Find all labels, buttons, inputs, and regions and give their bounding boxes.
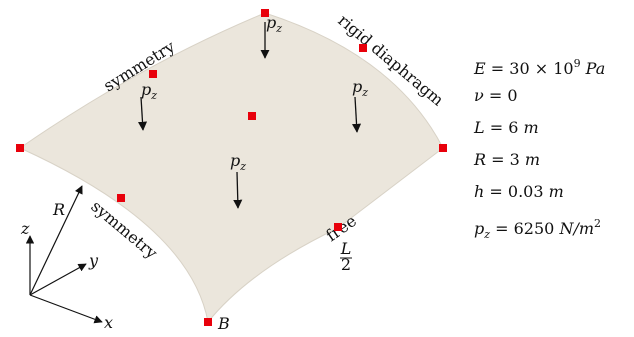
load-arrow — [137, 96, 148, 131]
param-r: R = 3 m — [474, 150, 541, 169]
shell-surface — [18, 12, 444, 324]
load-label: pz — [230, 151, 246, 173]
load-label: pz — [141, 80, 157, 102]
axis-z-label: z — [20, 219, 30, 238]
axis-y-arrow — [29, 263, 87, 296]
node-marker — [16, 144, 24, 152]
axis-y-label: y — [88, 251, 99, 270]
load-arrow — [351, 96, 362, 133]
parameter-list: E = 30 × 109 Pa ν = 0 L = 6 m R = 3 m h … — [474, 50, 632, 242]
param-l: L = 6 m — [474, 118, 539, 137]
param-pz: pz = 6250 N/m2 — [474, 217, 601, 241]
node-marker — [359, 44, 367, 52]
param-h: h = 0.03 m — [474, 182, 564, 201]
node-marker — [248, 112, 256, 120]
radius-label: R — [52, 200, 65, 219]
load-label: pz — [352, 77, 368, 99]
axis-x-arrow — [29, 294, 103, 324]
half-length-denominator: 2 — [341, 255, 351, 274]
node-marker — [261, 9, 269, 17]
node-marker — [149, 70, 157, 78]
node-marker — [334, 223, 342, 231]
point-b-label: B — [217, 314, 230, 333]
radius-arrow — [29, 185, 83, 296]
node-marker — [204, 318, 212, 326]
axis-x-label: x — [104, 313, 113, 332]
param-nu: ν = 0 — [474, 86, 518, 105]
load-label: pz — [266, 13, 282, 35]
load-arrow — [233, 171, 243, 209]
node-marker — [117, 194, 125, 202]
param-e: E = 30 × 109 Pa — [474, 57, 606, 78]
half-length-numerator: L — [340, 239, 352, 258]
node-marker — [439, 144, 447, 152]
